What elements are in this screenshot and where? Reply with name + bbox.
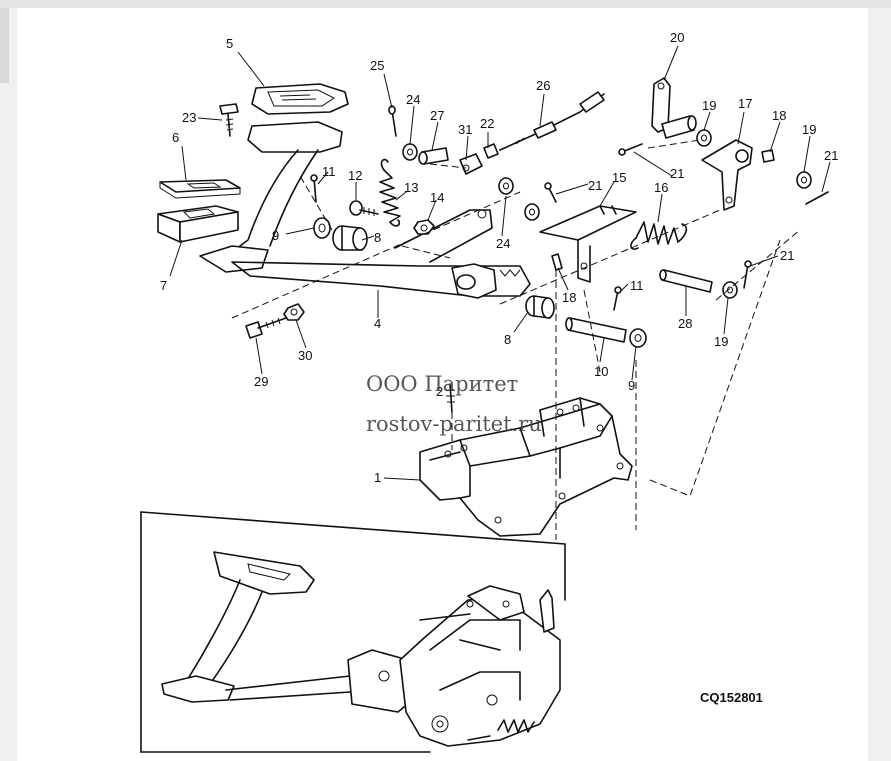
pad-6 [159, 179, 241, 199]
figure-code: CQ152801 [700, 690, 763, 705]
callout-6: 6 [172, 130, 179, 145]
callout-1: 1 [374, 470, 381, 485]
callout-27: 27 [430, 108, 444, 123]
cable-26 [499, 91, 605, 151]
callout-7: 7 [160, 278, 167, 293]
pin-27 [418, 147, 449, 165]
window-top-bar [0, 0, 891, 8]
callout-19: 19 [802, 122, 816, 137]
callout-31: 31 [458, 122, 472, 137]
callout-18: 18 [772, 108, 786, 123]
washer-19a [696, 129, 712, 147]
callout-19: 19 [702, 98, 716, 113]
washer-9 [313, 217, 331, 239]
pin-21c [618, 143, 643, 156]
callout-26: 26 [536, 78, 550, 93]
nut-30 [283, 303, 305, 321]
callout-9: 9 [272, 228, 279, 243]
callout-11: 11 [322, 164, 336, 179]
left-edge-strip [0, 8, 9, 83]
watermark-company: ООО Паритет [366, 372, 518, 396]
assembled-view [140, 511, 566, 753]
pin-28 [659, 269, 713, 293]
callout-18: 18 [562, 290, 576, 305]
spring-16 [630, 221, 688, 250]
lever-20 [651, 77, 697, 139]
callout-9: 9 [628, 378, 635, 393]
bolt-12 [349, 200, 379, 216]
callout-21: 21 [588, 178, 602, 193]
callout-14: 14 [430, 190, 444, 205]
callout-28: 28 [678, 316, 692, 331]
callout-24: 24 [406, 92, 420, 107]
pedal-arm-4 [199, 149, 531, 299]
callout-16: 16 [654, 180, 668, 195]
base-bracket-1 [419, 397, 633, 537]
callout-21: 21 [780, 248, 794, 263]
pin-18b [761, 149, 775, 163]
assembly-dash-lines [231, 139, 801, 540]
bolt-23 [219, 103, 239, 137]
pin-11 [310, 174, 318, 203]
clevis-31 [459, 153, 483, 175]
pin-21d [743, 260, 752, 289]
callout-2: 2 [436, 384, 443, 399]
callout-labels: 5 25 24 27 31 22 26 20 19 17 18 19 21 23… [160, 30, 838, 485]
callout-12: 12 [348, 168, 362, 183]
callout-25: 25 [370, 58, 384, 73]
pad-7 [157, 205, 239, 243]
callout-19: 19 [714, 334, 728, 349]
bushing-8 [332, 225, 368, 251]
callout-21: 21 [670, 166, 684, 181]
pin-10 [565, 317, 627, 343]
pedal-cover [247, 121, 343, 153]
callout-17: 17 [738, 96, 752, 111]
callout-13: 13 [404, 180, 418, 195]
spring-13 [379, 158, 401, 227]
callout-22: 22 [480, 116, 494, 131]
bolt-2 [446, 383, 455, 413]
pin-18 [551, 253, 563, 271]
callout-11: 11 [630, 278, 644, 293]
pin-11b [613, 286, 622, 311]
washer-24 [402, 143, 418, 161]
washer-24b [498, 177, 514, 195]
leader-lines [169, 45, 831, 481]
callout-29: 29 [254, 374, 268, 389]
pedal-pad-5 [251, 83, 349, 115]
washer-9c [629, 328, 647, 348]
callout-23: 23 [182, 110, 196, 125]
callout-4: 4 [374, 316, 381, 331]
bracket-15 [539, 205, 637, 283]
pin-21a [544, 182, 557, 203]
callout-5: 5 [226, 36, 233, 51]
nut-14 [413, 219, 435, 235]
callout-20: 20 [670, 30, 684, 45]
callout-15: 15 [612, 170, 626, 185]
callout-10: 10 [594, 364, 608, 379]
callout-30: 30 [298, 348, 312, 363]
callout-8: 8 [504, 332, 511, 347]
pin-21b [805, 191, 829, 205]
lever-17 [701, 139, 753, 211]
pin-25 [388, 105, 397, 137]
bushing-8b [525, 295, 555, 319]
callout-24: 24 [496, 236, 510, 251]
bolt-29 [245, 317, 287, 339]
callout-21: 21 [824, 148, 838, 163]
callout-8: 8 [374, 230, 381, 245]
nut-22 [483, 143, 499, 159]
washer-19b [796, 171, 812, 189]
watermark-url: rostov-paritet.ru [366, 412, 542, 436]
washer-9b [524, 203, 540, 221]
